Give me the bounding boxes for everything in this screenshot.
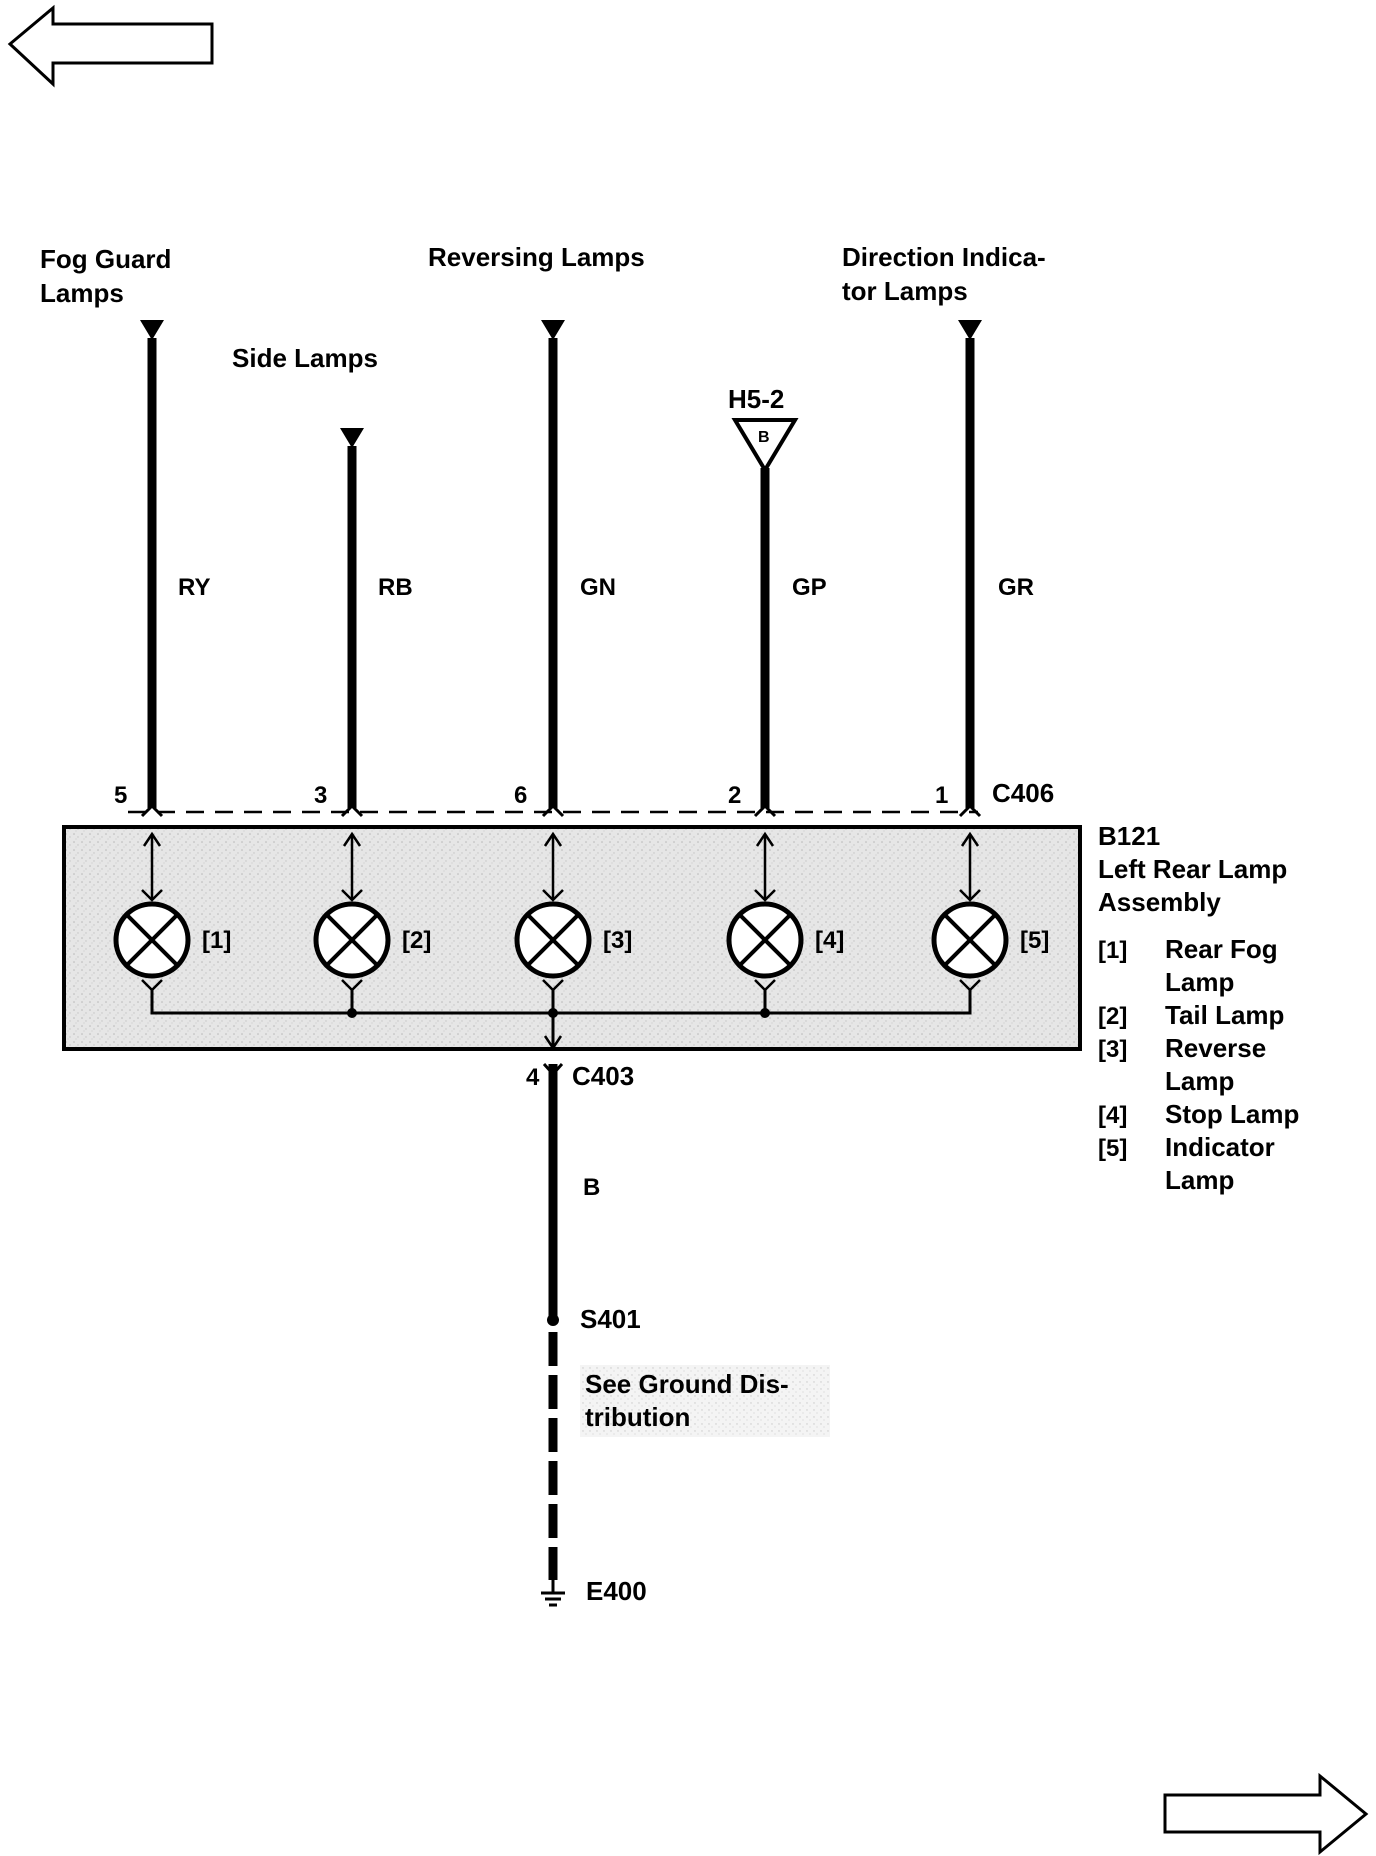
pin-number: 5 — [114, 782, 127, 809]
pin-number: 1 — [935, 782, 948, 809]
legend-name-line1: Indicator — [1165, 1132, 1275, 1162]
lead-arrow-icon — [142, 831, 162, 847]
ground-wire — [542, 1062, 564, 1580]
connector-terminal-icon — [541, 803, 565, 818]
legend-ref: [1] — [1098, 937, 1127, 964]
lead-arrow-icon — [960, 831, 980, 847]
destination-label: tor Lamps — [842, 276, 968, 306]
destination-label: H5-2 — [728, 384, 784, 414]
component-name-line1: Left Rear Lamp — [1098, 854, 1287, 884]
ground-symbol-icon — [541, 1580, 565, 1607]
circuit-2: H5-2B GP 2 [4] — [726, 384, 844, 993]
legend-name-line1: Stop Lamp — [1165, 1099, 1299, 1129]
lamp-ref-label: [2] — [402, 927, 431, 954]
connector-terminal-icon — [340, 803, 364, 818]
legend-item: [4] Stop Lamp — [1098, 1099, 1299, 1129]
connector-terminal-icon — [140, 803, 164, 818]
pin-number: 6 — [514, 782, 527, 809]
destination-label: Direction Indica- — [842, 242, 1046, 272]
wire-color-label: RB — [378, 574, 413, 601]
legend-name-line2: Lamp — [1165, 1165, 1234, 1195]
wire-continuation-arrow-icon — [140, 320, 164, 340]
ground-note-line2[interactable]: tribution — [585, 1402, 690, 1432]
destination-label: Fog Guard — [40, 244, 171, 274]
component-name-line2: Assembly — [1098, 887, 1221, 917]
destination-label: Lamps — [40, 278, 124, 308]
legend-ref: [4] — [1098, 1102, 1127, 1129]
ground-bus — [150, 993, 972, 1051]
connector-terminal-icon — [753, 803, 777, 818]
legend-ref: [2] — [1098, 1003, 1127, 1030]
legend-name-line1: Reverse — [1165, 1033, 1266, 1063]
lead-arrow-icon — [342, 831, 362, 847]
lamp-ref-label: [3] — [603, 927, 632, 954]
legend-ref: [5] — [1098, 1135, 1127, 1162]
wire-continuation-arrow-icon — [340, 428, 364, 448]
lamp-bulb-icon — [113, 901, 191, 979]
splice-s401-label: S401 — [580, 1304, 641, 1334]
connector-c406-label: C406 — [992, 778, 1054, 808]
previous-page-arrow-icon[interactable] — [7, 4, 214, 88]
lamp-ref-label: [4] — [815, 927, 844, 954]
destination-label: Reversing Lamps — [428, 242, 645, 272]
component-id: B121 — [1098, 821, 1160, 851]
pin-number: 2 — [728, 782, 741, 809]
destination-label: Side Lamps — [232, 343, 378, 373]
ground-wire-color-label: B — [583, 1174, 600, 1201]
wire-continuation-arrow-icon — [541, 320, 565, 340]
ground-pin-label: 4 — [526, 1064, 540, 1091]
lamp-bulb-icon — [726, 901, 804, 979]
lamp-bulb-icon — [931, 901, 1009, 979]
lamp-ref-label: [5] — [1020, 927, 1049, 954]
lead-arrow-icon — [543, 831, 563, 847]
lamp-bulb-icon — [313, 901, 391, 979]
ground-note-line1[interactable]: See Ground Dis- — [585, 1369, 789, 1399]
legend-name-line1: Tail Lamp — [1165, 1000, 1284, 1030]
ground-note-shading — [580, 1365, 830, 1437]
legend-item: [2] Tail Lamp — [1098, 1000, 1284, 1030]
wire-color-label: GR — [998, 574, 1034, 601]
lamp-ref-label: [1] — [202, 927, 231, 954]
next-page-arrow-icon[interactable] — [1163, 1772, 1369, 1856]
legend-ref: [3] — [1098, 1036, 1127, 1063]
reference-triangle-icon — [731, 418, 799, 474]
connector-terminal-icon — [958, 803, 982, 818]
wire-color-label: GN — [580, 574, 616, 601]
ground-point-e400-label: E400 — [586, 1576, 647, 1606]
wire-continuation-arrow-icon — [958, 320, 982, 340]
legend-name-line2: Lamp — [1165, 967, 1234, 997]
lamp-bulb-icon — [514, 901, 592, 979]
legend-name-line2: Lamp — [1165, 1066, 1234, 1096]
wire-color-label: GP — [792, 574, 827, 601]
reference-symbol: B — [758, 429, 770, 446]
lead-arrow-icon — [755, 831, 775, 847]
wire-color-label: RY — [178, 574, 210, 601]
legend-name-line1: Rear Fog — [1165, 934, 1278, 964]
connector-c403-label: C403 — [572, 1061, 634, 1091]
pin-number: 3 — [314, 782, 327, 809]
